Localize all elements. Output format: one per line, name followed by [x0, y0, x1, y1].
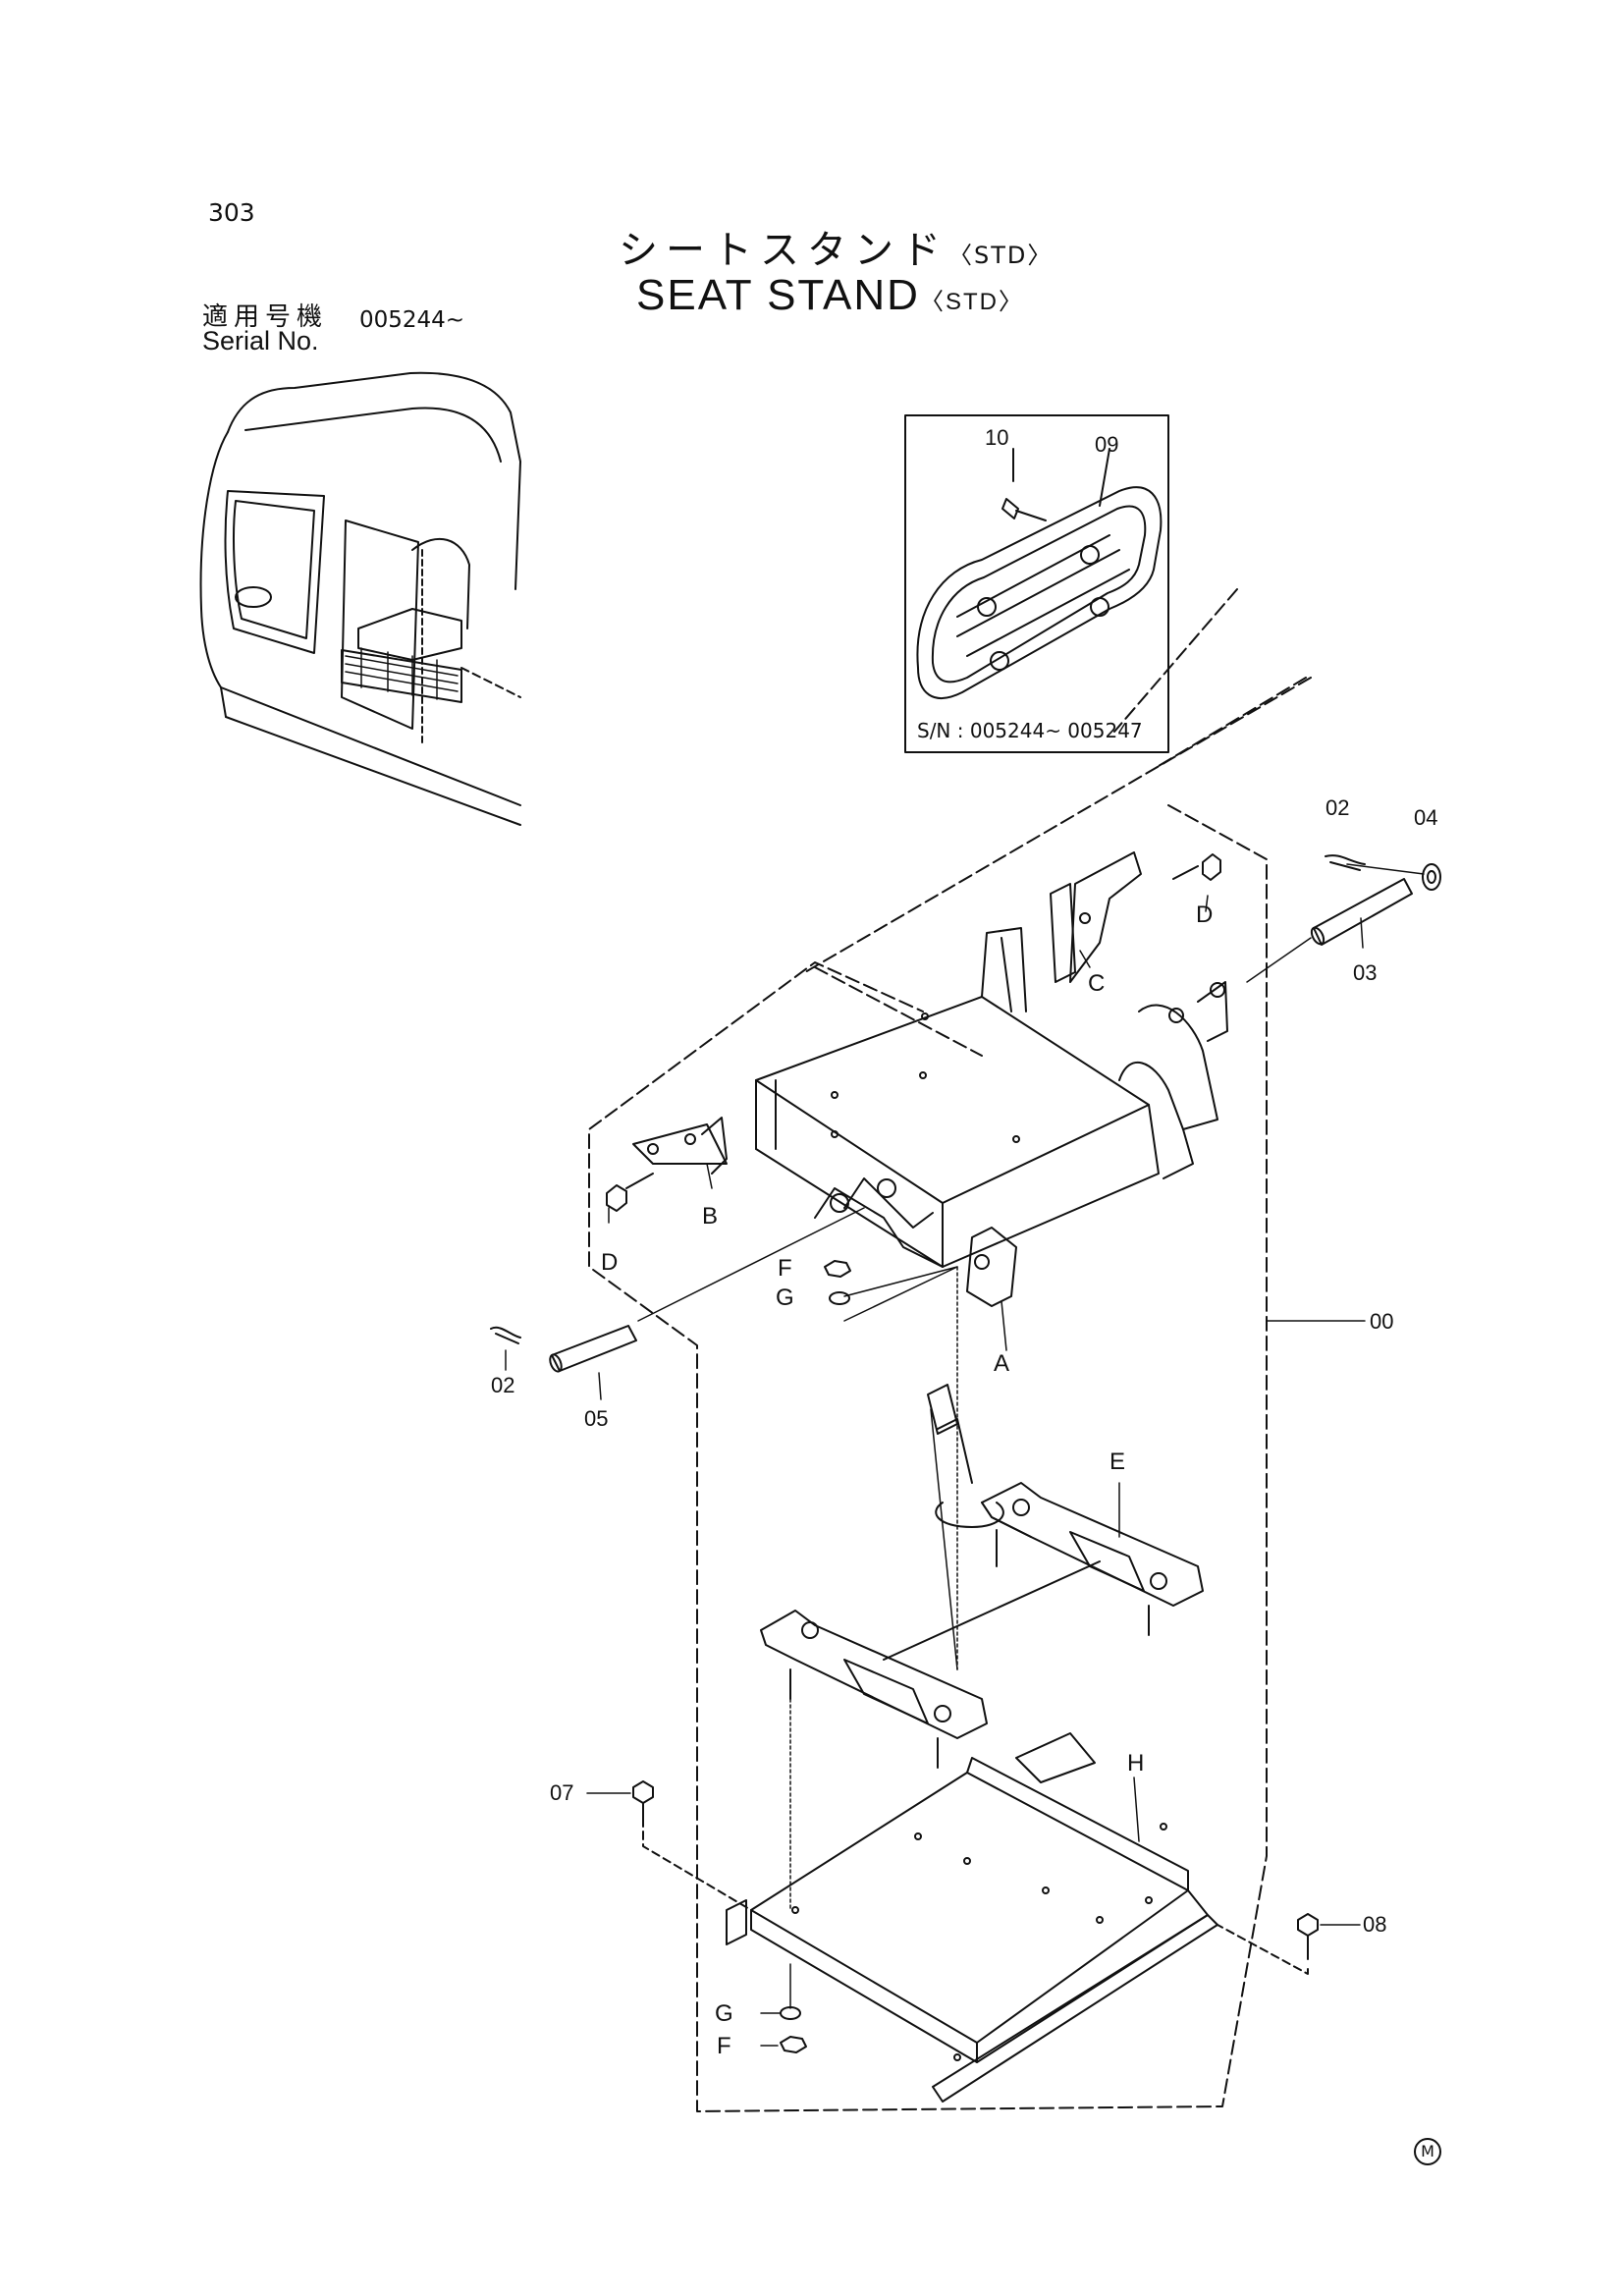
cotter-pin-02-right	[1325, 854, 1366, 871]
serial-range: 005244~	[359, 307, 465, 333]
washer-04	[1422, 863, 1441, 891]
letter-label-E: E	[1109, 1449, 1126, 1475]
assembly-outline	[588, 588, 1312, 2112]
title-japanese-variant: 〈STD〉	[948, 242, 1054, 269]
nut-F-upper	[824, 1260, 851, 1278]
part-label-05: 05	[584, 1406, 609, 1431]
bolt-07	[632, 1780, 752, 1911]
serial-label-english: Serial No.	[202, 326, 319, 355]
leader-lines-upper	[505, 863, 1425, 1400]
bolt-D-left	[606, 1173, 654, 1212]
part-label-02-right: 02	[1325, 795, 1350, 820]
pin-03	[1310, 878, 1413, 946]
serial-label-japanese: 適用号機	[202, 302, 329, 332]
letter-label-F-lower: F	[717, 2033, 731, 2059]
letter-label-G-upper: G	[776, 1285, 794, 1311]
title-english-variant: 〈STD〉	[919, 289, 1024, 315]
washer-G-upper	[829, 1291, 850, 1305]
part-label-04: 04	[1414, 805, 1438, 830]
title-english: SEAT STAND〈STD〉	[636, 271, 1024, 320]
leader-lines-lower	[586, 1266, 1361, 2047]
pin-05	[549, 1325, 637, 1373]
part-label-09: 09	[1095, 432, 1119, 457]
page-number: 303	[208, 198, 255, 227]
part-label-08: 08	[1363, 1912, 1387, 1937]
letter-label-C: C	[1088, 970, 1106, 997]
inset-box	[904, 414, 1169, 753]
letter-label-A: A	[994, 1350, 1010, 1377]
title-japanese: シートスタンド〈STD〉	[619, 218, 1053, 275]
bolt-D-right	[1172, 853, 1221, 881]
bolt-08	[1217, 1913, 1319, 1975]
part-label-02-left: 02	[491, 1373, 515, 1397]
letter-label-B: B	[702, 1203, 719, 1230]
part-label-10: 10	[985, 425, 1009, 450]
inset-serial-note: S/N : 005244~ 005247	[917, 719, 1143, 742]
letter-label-F-upper: F	[778, 1255, 792, 1282]
title-japanese-text: シートスタンド	[619, 228, 948, 273]
nut-F-lower	[780, 2036, 807, 2053]
part-label-03: 03	[1353, 960, 1378, 985]
upper-seat-frame	[632, 851, 1228, 1307]
cab-overview-sketch	[199, 371, 521, 826]
slide-rail-left	[760, 1560, 1101, 1769]
circled-m-mark: M	[1414, 2138, 1441, 2165]
letter-label-H: H	[1127, 1750, 1145, 1777]
washer-G-lower	[780, 2006, 801, 2020]
letter-label-G-lower: G	[715, 2000, 733, 2027]
part-label-00: 00	[1370, 1309, 1394, 1334]
base-plate-H	[726, 1732, 1218, 2103]
part-label-07: 07	[550, 1780, 574, 1805]
cotter-pin-02-left	[490, 1326, 521, 1344]
title-english-text: SEAT STAND	[636, 271, 920, 319]
letter-label-D-right: D	[1196, 902, 1214, 928]
letter-label-D-left: D	[601, 1249, 619, 1276]
slide-rail-E	[927, 1384, 1204, 1636]
